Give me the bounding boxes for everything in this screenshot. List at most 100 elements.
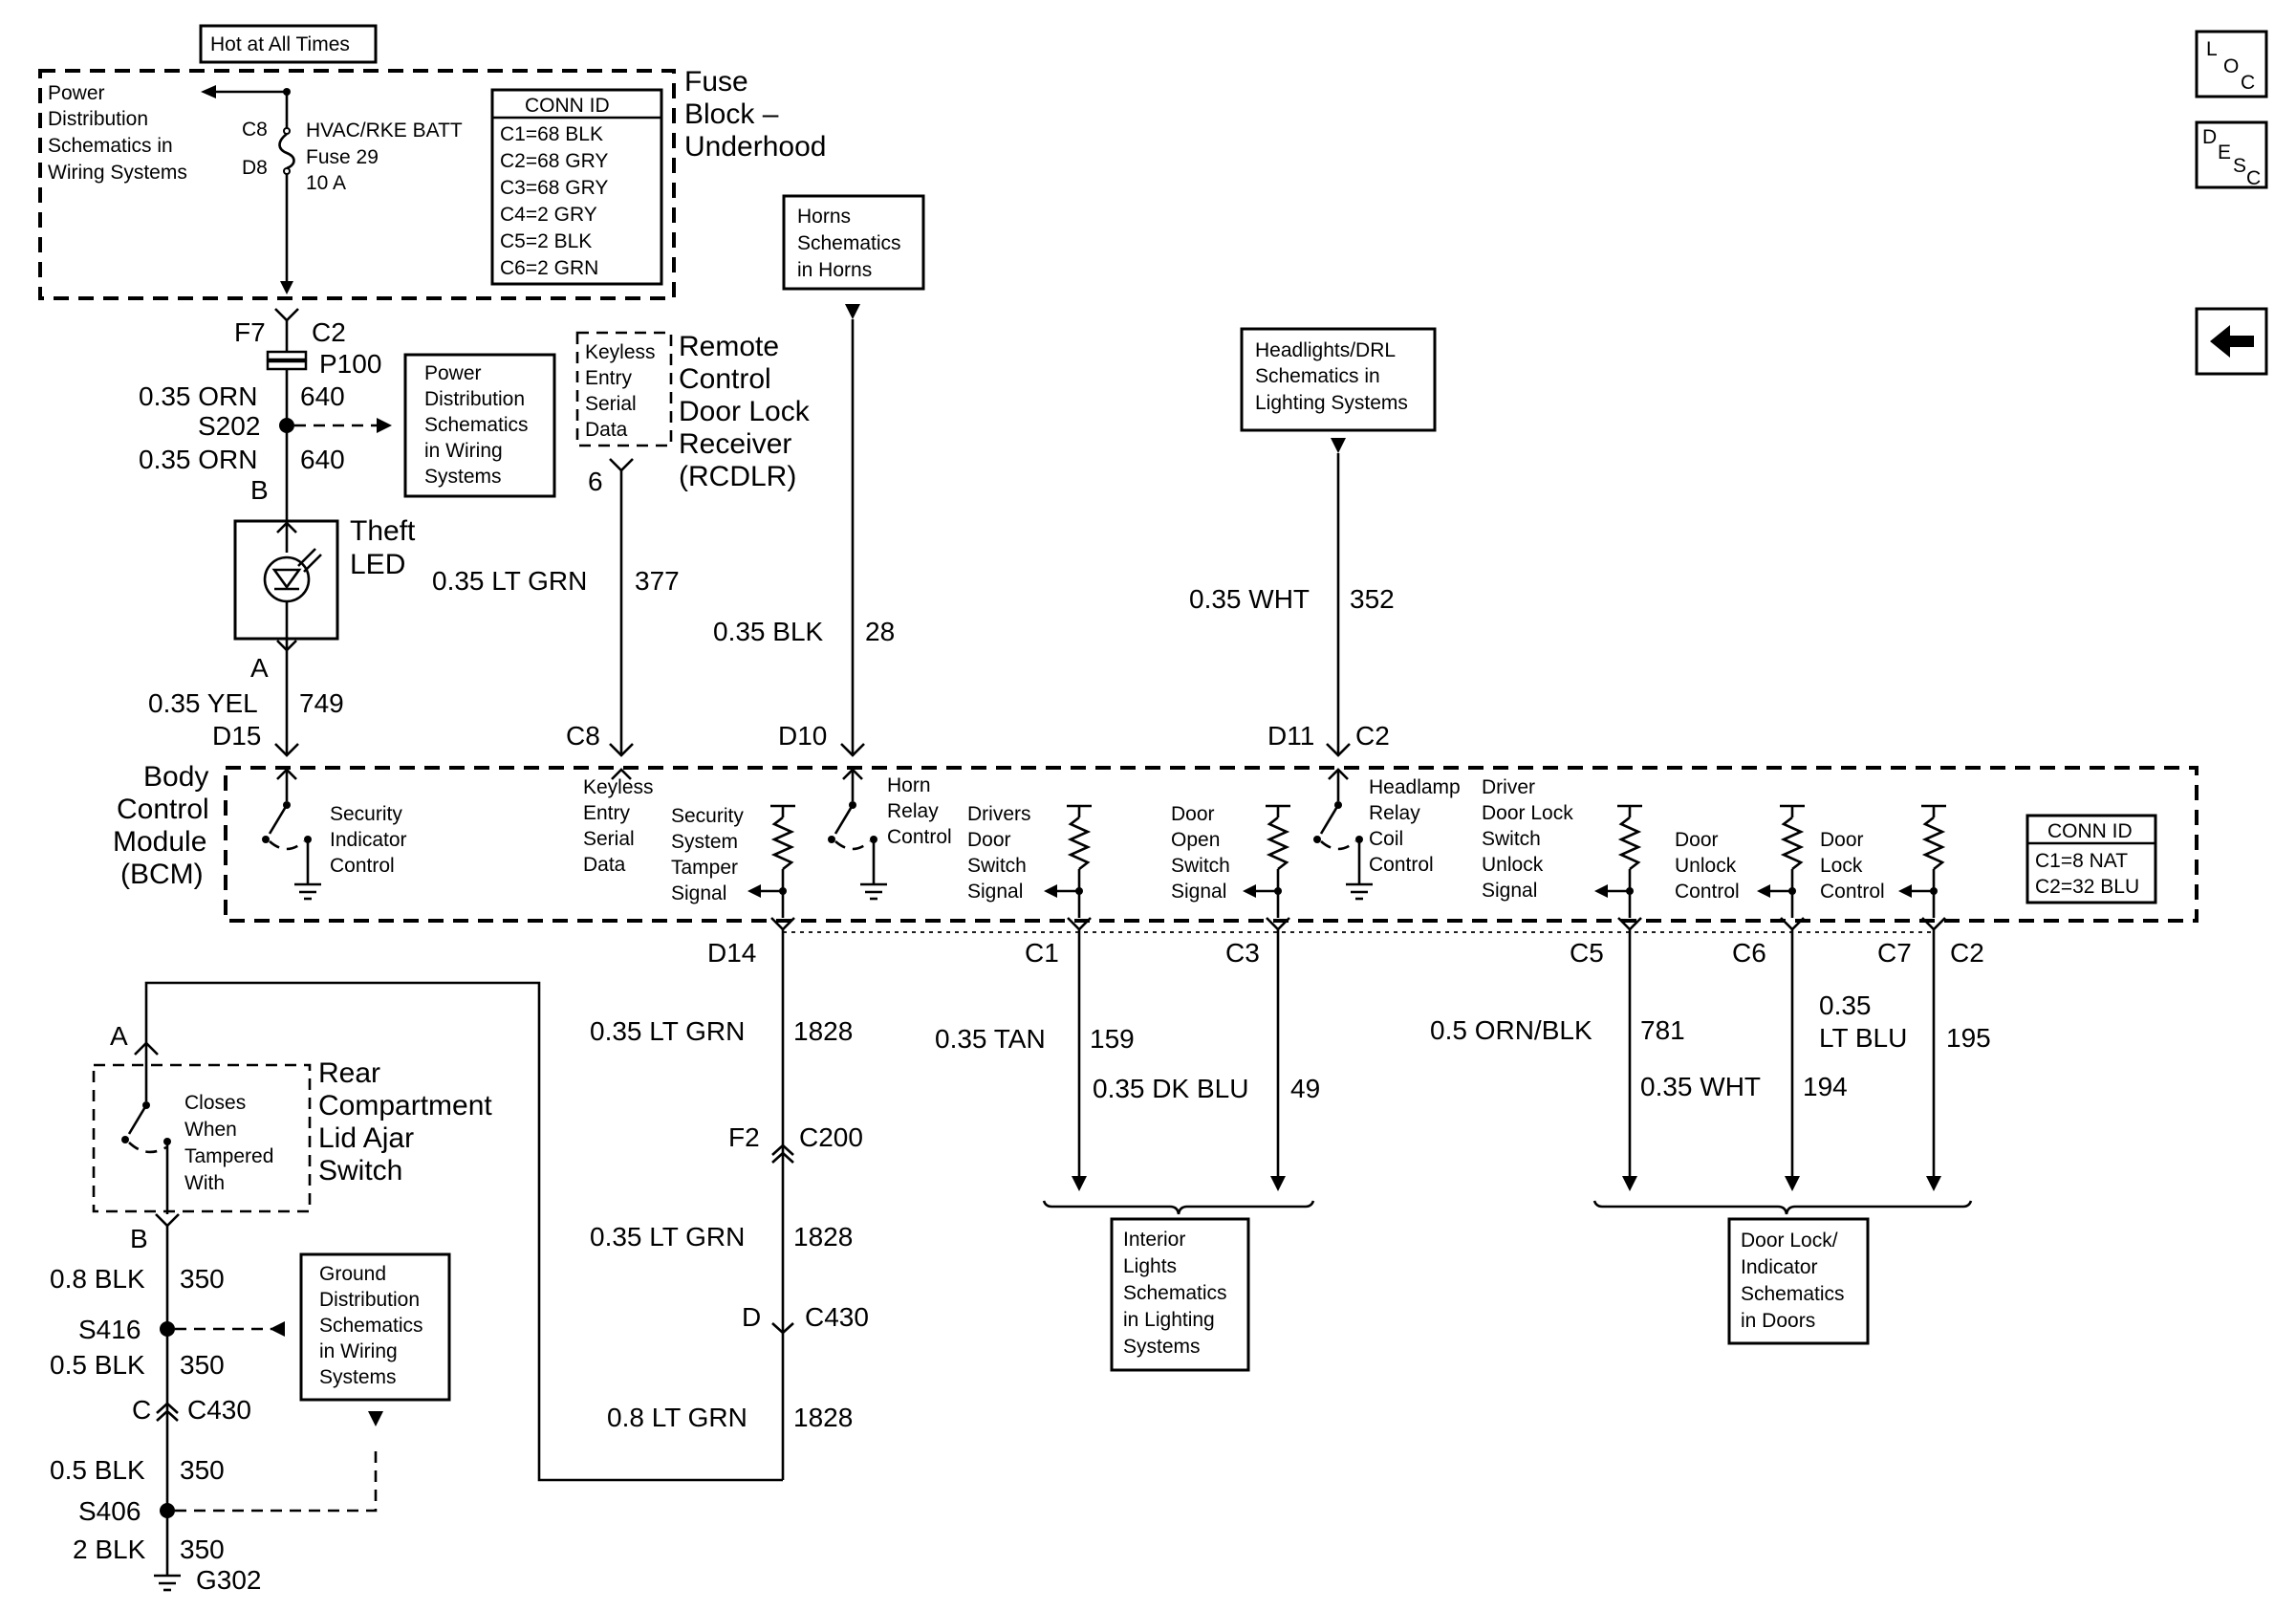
wire-350d-circuit: 350 — [180, 1535, 225, 1564]
wire-194-circuit: 194 — [1803, 1072, 1848, 1101]
bcm-boundary — [224, 766, 2199, 923]
horn-relay-switch — [828, 768, 887, 901]
svg-text:Lock: Lock — [1820, 855, 1863, 877]
c430-connector — [771, 1322, 794, 1335]
svg-text:Entry: Entry — [583, 802, 631, 824]
desc-letter-e: E — [2218, 142, 2231, 163]
rear-c430-connector — [156, 1402, 179, 1414]
svg-text:Body: Body — [143, 761, 208, 793]
horn-relay-label: Horn Relay Control — [887, 774, 952, 848]
svg-text:Data: Data — [585, 419, 628, 441]
headlamp-relay-label: Headlamp Relay Coil Control — [1369, 776, 1461, 876]
svg-text:Headlights/DRL: Headlights/DRL — [1255, 339, 1396, 361]
headlights-ref: Headlights/DRL Schematics in Lighting Sy… — [1240, 327, 1437, 432]
svg-text:Relay: Relay — [1369, 802, 1420, 824]
rear-switch-title: Rear Compartment Lid Ajar Switch — [318, 1057, 492, 1186]
back-button[interactable] — [2195, 307, 2268, 376]
svg-text:C1=68 BLK: C1=68 BLK — [500, 123, 603, 145]
rear-switch-symbol — [121, 1043, 171, 1214]
svg-text:Block –: Block – — [684, 98, 779, 130]
door-open-resistor — [1243, 804, 1290, 918]
fuse-pin-d8: D8 — [242, 157, 268, 179]
fuse-block-title: Fuse Block – Underhood — [684, 66, 826, 163]
svg-text:Lid Ajar: Lid Ajar — [318, 1122, 414, 1154]
bcm-keyless-label: Keyless Entry Serial Data — [583, 776, 654, 876]
svg-text:Entry: Entry — [585, 367, 633, 389]
svg-text:Signal: Signal — [1482, 880, 1537, 902]
door-open-label: Door Open Switch Signal — [1171, 803, 1230, 903]
hot-label-box — [199, 24, 378, 64]
rcdlr-pin-6: 6 — [588, 467, 603, 496]
c430-label: C430 — [805, 1302, 869, 1332]
svg-text:Door: Door — [1820, 829, 1864, 851]
door-unlock-label: Door Unlock Control — [1675, 829, 1740, 903]
svg-text:Indicator: Indicator — [330, 829, 407, 851]
svg-text:Schematics: Schematics — [424, 414, 529, 436]
svg-text:Fuse 29: Fuse 29 — [306, 146, 379, 168]
svg-text:Indicator: Indicator — [1741, 1256, 1818, 1278]
security-indicator-switch — [262, 768, 321, 901]
rear-c430-label: C430 — [187, 1395, 251, 1425]
svg-text:Tampered: Tampered — [184, 1145, 273, 1167]
svg-text:Systems: Systems — [319, 1366, 397, 1388]
svg-text:Data: Data — [583, 854, 626, 876]
svg-text:Interior: Interior — [1123, 1229, 1185, 1251]
d14-label: D14 — [707, 938, 756, 968]
svg-text:CONN ID: CONN ID — [525, 95, 610, 117]
desc-button[interactable]: D E S C — [2195, 120, 2268, 189]
c-label: C — [132, 1395, 151, 1425]
svg-text:Underhood: Underhood — [684, 131, 826, 163]
svg-text:Keyless: Keyless — [583, 776, 654, 798]
svg-text:Schematics in: Schematics in — [48, 135, 173, 157]
ground-distribution-ref: Ground Distribution Schematics in Wiring… — [299, 1252, 451, 1402]
svg-text:C2=32 BLU: C2=32 BLU — [2035, 876, 2139, 898]
svg-text:in Wiring: in Wiring — [319, 1340, 398, 1362]
s406-label: S406 — [78, 1496, 141, 1526]
svg-text:Door Lock: Door Lock — [679, 396, 811, 427]
rear-switch-boundary — [92, 1063, 312, 1213]
svg-text:Wiring Systems: Wiring Systems — [48, 162, 187, 184]
svg-text:Headlamp: Headlamp — [1369, 776, 1461, 798]
svg-text:C5=2 BLK: C5=2 BLK — [500, 230, 592, 252]
svg-text:Door Lock: Door Lock — [1482, 802, 1573, 824]
d11-c2-label: C2 — [1355, 721, 1390, 751]
svg-text:Schematics: Schematics — [797, 232, 901, 254]
wire-352-color: 0.35 WHT — [1189, 584, 1310, 614]
d11-label: D11 — [1267, 721, 1314, 751]
s416-splice — [160, 1321, 175, 1337]
wire-194-color: 0.35 WHT — [1640, 1072, 1761, 1101]
wire-1828b-color: 0.35 LT GRN — [590, 1222, 745, 1252]
desc-letter-d: D — [2202, 126, 2217, 148]
svg-text:(BCM): (BCM) — [120, 859, 204, 890]
wire-28-circuit: 28 — [865, 617, 895, 646]
svg-text:Open: Open — [1171, 829, 1220, 851]
wire-377-circuit: 377 — [635, 566, 680, 596]
interior-brace — [1042, 1200, 1315, 1215]
svg-text:Remote: Remote — [679, 331, 779, 362]
power-distribution-ref-2: Power Distribution Schematics in Wiring … — [403, 353, 556, 498]
svg-text:Rear: Rear — [318, 1057, 380, 1089]
svg-text:Control: Control — [1369, 854, 1434, 876]
c200-label: C200 — [799, 1122, 863, 1152]
svg-text:Schematics in: Schematics in — [1255, 365, 1380, 387]
svg-text:Module: Module — [113, 826, 206, 858]
svg-text:Signal: Signal — [671, 882, 726, 904]
c7-label: C7 — [1877, 938, 1912, 968]
f2-label: F2 — [728, 1122, 760, 1152]
svg-text:Theft: Theft — [350, 515, 416, 547]
loc-button[interactable]: L O C — [2195, 30, 2268, 98]
d-label: D — [742, 1302, 761, 1332]
svg-text:Switch: Switch — [1171, 855, 1230, 877]
security-indicator-label: Security Indicator Control — [330, 803, 407, 877]
svg-text:Lights: Lights — [1123, 1255, 1177, 1277]
loc-letter-o: O — [2223, 55, 2239, 77]
svg-text:in Doors: in Doors — [1741, 1310, 1815, 1332]
svg-text:Distribution: Distribution — [424, 388, 525, 410]
wire-49-color: 0.35 DK BLU — [1093, 1074, 1248, 1103]
svg-text:Distribution: Distribution — [319, 1289, 420, 1311]
tamper-signal-resistor — [747, 804, 795, 918]
svg-text:Schematics: Schematics — [319, 1315, 423, 1337]
svg-text:Fuse: Fuse — [684, 66, 748, 98]
door-lock-indicator-ref: Door Lock/ Indicator Schematics in Doors — [1727, 1217, 1870, 1345]
s416-label: S416 — [78, 1315, 141, 1344]
